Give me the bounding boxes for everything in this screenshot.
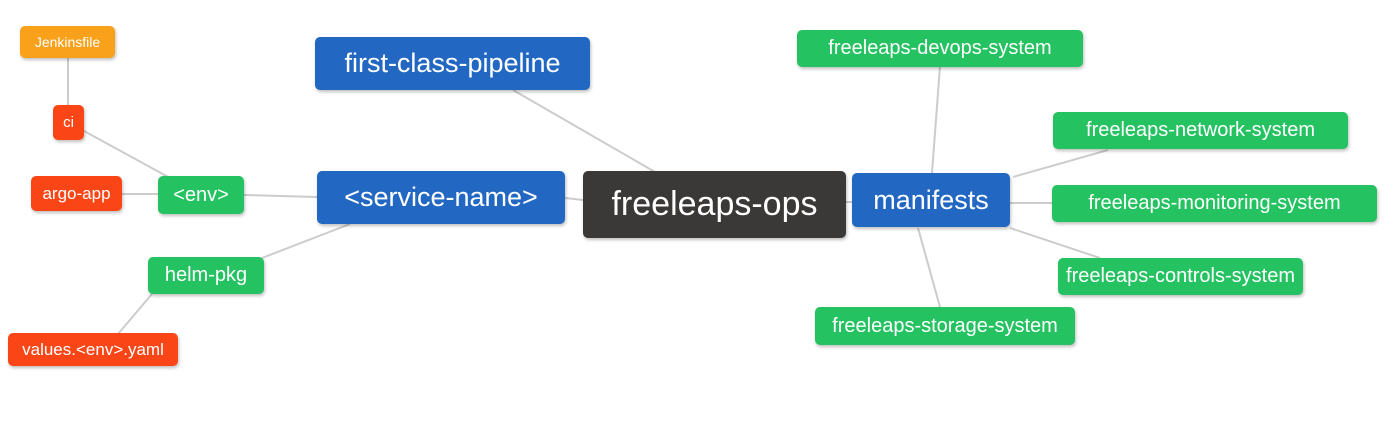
node-freeleaps-network-system[interactable]: freeleaps-network-system — [1053, 112, 1348, 149]
node-argo-app[interactable]: argo-app — [31, 176, 122, 211]
edge-pipeline-freeleaps-ops — [512, 89, 656, 173]
node-freeleaps-devops-system[interactable]: freeleaps-devops-system — [797, 30, 1083, 67]
node-ci[interactable]: ci — [53, 105, 84, 140]
edge-manifests-controls-system — [1009, 227, 1101, 259]
edge-ci-env — [83, 130, 171, 179]
node-manifests[interactable]: manifests — [852, 173, 1010, 227]
edge-manifests-network-system — [1012, 149, 1109, 178]
node-env[interactable]: <env> — [158, 176, 244, 214]
node-freeleaps-storage-system[interactable]: freeleaps-storage-system — [815, 307, 1075, 345]
node-freeleaps-ops[interactable]: freeleaps-ops — [583, 171, 846, 238]
node-helm-pkg[interactable]: helm-pkg — [148, 257, 264, 294]
node-first-class-pipeline[interactable]: first-class-pipeline — [315, 37, 590, 90]
node-service-name[interactable]: <service-name> — [317, 171, 565, 224]
edge-helm-pkg-values-yaml — [117, 293, 153, 335]
node-freeleaps-monitoring-system[interactable]: freeleaps-monitoring-system — [1052, 185, 1377, 222]
edge-env-service-name — [243, 194, 318, 198]
edge-manifests-devops-system — [931, 65, 941, 174]
node-values-env-yaml[interactable]: values.<env>.yaml — [8, 333, 178, 366]
edge-service-name-helm-pkg — [261, 223, 351, 259]
edge-service-name-freeleaps-ops — [564, 197, 584, 201]
edge-manifests-storage-system — [917, 227, 941, 308]
node-jenkinsfile[interactable]: Jenkinsfile — [20, 26, 115, 58]
node-freeleaps-controls-system[interactable]: freeleaps-controls-system — [1058, 258, 1303, 295]
